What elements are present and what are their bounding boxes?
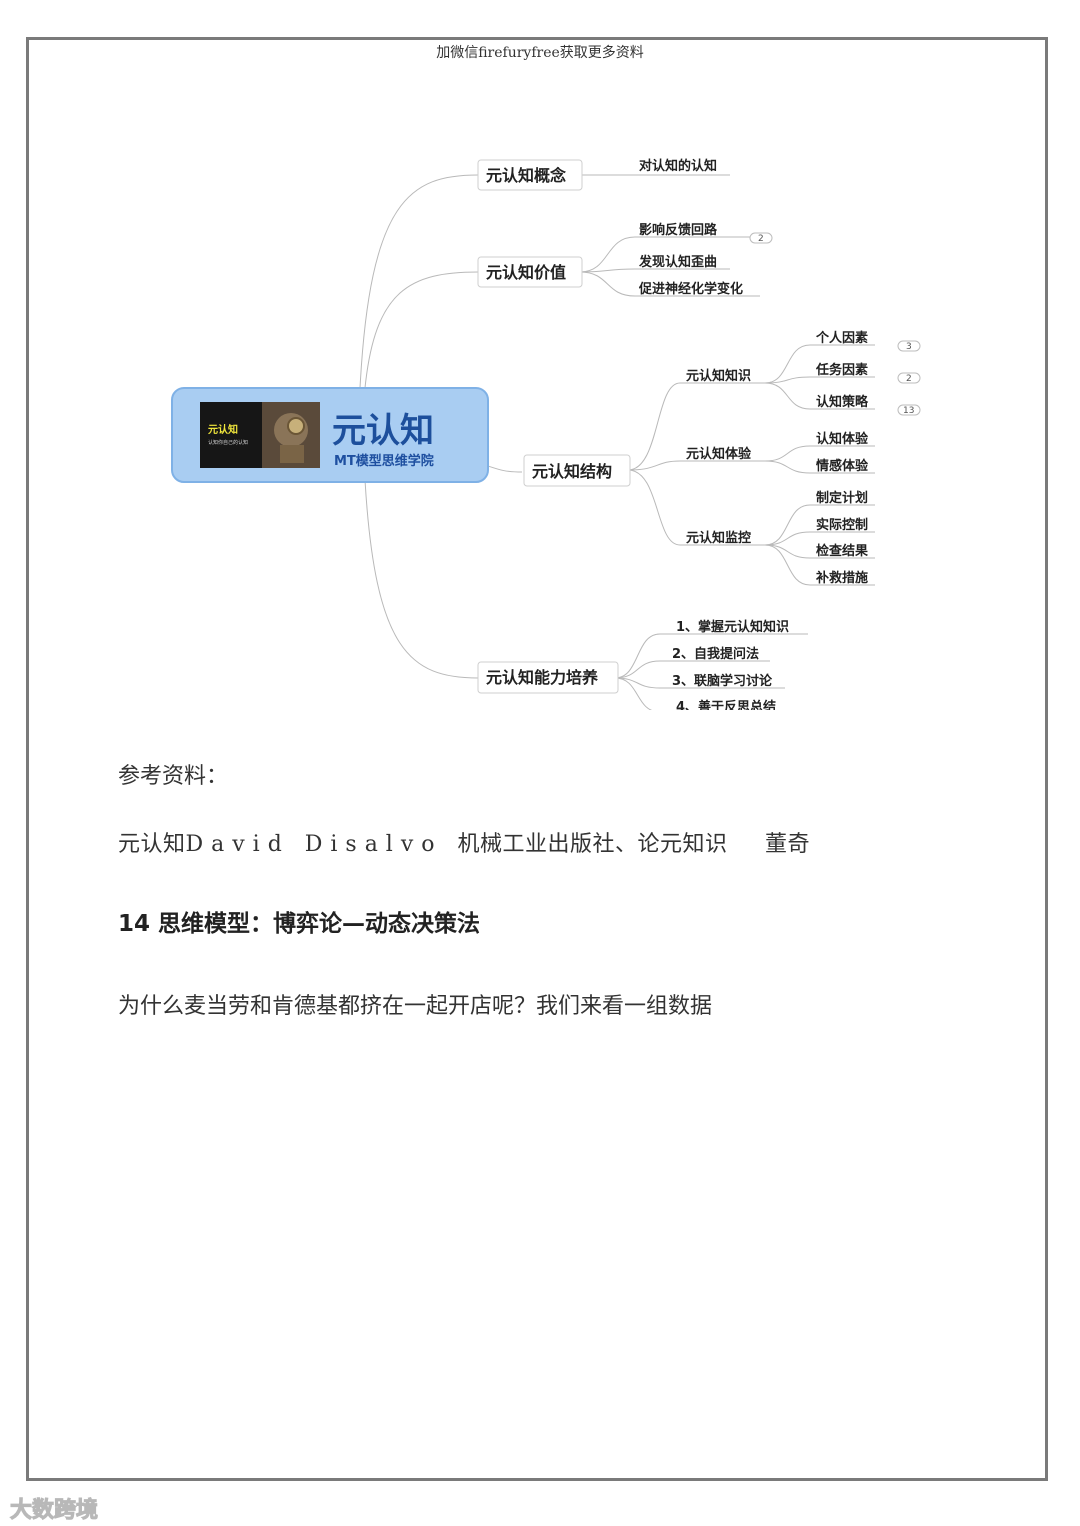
branch-structure-label: 元认知结构: [532, 462, 612, 481]
mindmap: 元认知 认知你自己的认知 元认知 MT模型思维学院 元认知概念 元认知价值 元认…: [171, 158, 921, 715]
leaf-experience-2: 情感体验: [816, 458, 869, 474]
edge-m-2: [764, 531, 875, 546]
leaf-ability-2: 2、自我提问法: [672, 646, 759, 662]
edge-root-value: [364, 271, 479, 389]
edge-structure-knowledge: [627, 382, 765, 471]
branch-value-label: 元认知价值: [486, 263, 566, 282]
branch-structure: 元认知结构: [523, 454, 631, 487]
watermark-text: 大数跨境: [9, 1498, 99, 1524]
edge-k-3: [764, 382, 875, 410]
knowledge-badge-2-count: 2: [906, 374, 912, 384]
edge-structure-monitoring: [627, 469, 765, 546]
edge-value-1: [579, 236, 750, 273]
edge-a-3: [614, 677, 785, 689]
sub-monitoring-label: 元认知监控: [686, 530, 751, 546]
edge-a-1: [614, 633, 808, 679]
knowledge-badge-3: 13: [897, 404, 921, 416]
page-frame: [26, 37, 1048, 1481]
edge-a-4: [614, 677, 653, 710]
edge-e-1: [764, 445, 875, 462]
edge-a-2: [614, 660, 770, 679]
cover-title: 元认知: [208, 423, 238, 436]
edge-m-3: [764, 544, 875, 559]
branch-concept: 元认知概念: [477, 159, 583, 191]
gear-icon: [287, 417, 305, 435]
edge-value-3: [579, 271, 760, 297]
leaf-monitoring-2: 实际控制: [816, 517, 868, 533]
knowledge-badge-2: 2: [897, 372, 921, 384]
leaf-concept-1: 对认知的认知: [639, 158, 717, 174]
edge-k-1: [764, 344, 875, 384]
branch-value: 元认知价值: [477, 256, 583, 288]
leaf-knowledge-1: 个人因素: [815, 330, 868, 346]
knowledge-badge-3-count: 13: [903, 406, 914, 416]
edge-root-structure: [484, 464, 523, 473]
leaf-ability-1: 1、掌握元认知知识: [676, 619, 789, 635]
leaf-knowledge-2: 任务因素: [815, 362, 868, 378]
root-subtitle: MT模型思维学院: [334, 453, 434, 469]
section-title: 14 思维模型：博弈论—动态决策法: [118, 911, 481, 937]
cover-dark-panel: [200, 402, 262, 468]
branch-concept-label: 元认知概念: [486, 166, 567, 185]
leaf-knowledge-3: 认知策略: [816, 394, 869, 410]
sub-knowledge-label: 元认知知识: [686, 368, 751, 384]
sub-experience-label: 元认知体验: [686, 446, 752, 462]
header-note: 加微信firefuryfree获取更多资料: [436, 45, 644, 61]
edge-k-2: [764, 376, 875, 384]
leaf-experience-1: 认知体验: [816, 431, 869, 447]
leaf-monitoring-4: 补救措施: [815, 570, 868, 586]
knowledge-badge-1: 3: [897, 340, 921, 352]
value-badge: 2: [749, 232, 773, 244]
branch-ability: 元认知能力培养: [477, 661, 619, 694]
root-title: 元认知: [332, 411, 434, 451]
edge-m-1: [764, 504, 875, 546]
edge-structure-experience: [627, 460, 765, 471]
leaf-value-3: 促进神经化学变化: [638, 281, 743, 297]
edge-value-2: [579, 268, 730, 273]
leaf-ability-3: 3、联脑学习讨论: [672, 673, 773, 689]
body-paragraph: 为什么麦当劳和肯德基都挤在一起开店呢？我们来看一组数据: [118, 994, 713, 1019]
leaf-ability-4: 4、善于反思总结: [676, 699, 776, 715]
watermark-logo: 大数跨境: [9, 1492, 99, 1524]
leaf-value-2: 发现认知歪曲: [638, 254, 717, 270]
cover-subtitle: 认知你自己的认知: [208, 439, 248, 446]
edge-root-ability: [364, 479, 479, 679]
value-badge-count: 2: [758, 234, 764, 244]
references-text: 元认知D a v i d D i s a l v o 机械工业出版社、论元知识 …: [118, 832, 810, 857]
references-label: 参考资料：: [118, 764, 229, 789]
leaf-value-1: 影响反馈回路: [639, 222, 718, 238]
neck-illustration: [280, 445, 304, 463]
root-node: 元认知 认知你自己的认知 元认知 MT模型思维学院: [171, 387, 489, 483]
edge-e-2: [764, 460, 875, 474]
edge-m-4: [764, 544, 875, 586]
edge-root-concept: [359, 174, 479, 389]
leaf-monitoring-3: 检查结果: [816, 543, 868, 559]
leaf-monitoring-1: 制定计划: [816, 490, 868, 506]
knowledge-badge-1-count: 3: [906, 342, 912, 352]
branch-ability-label: 元认知能力培养: [486, 668, 599, 687]
